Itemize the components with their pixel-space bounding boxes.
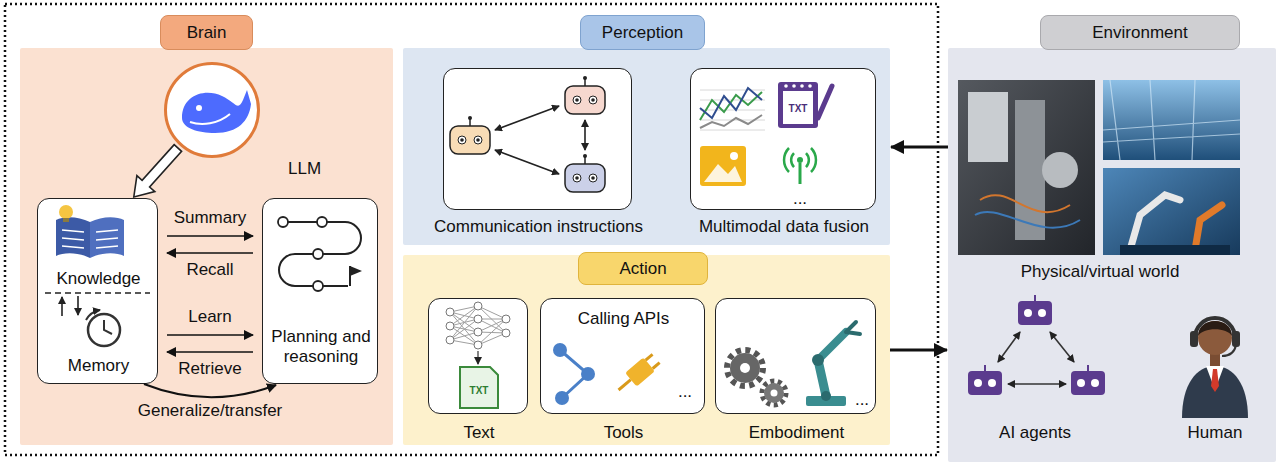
edge-label: Recall	[186, 260, 233, 279]
panel-tab: Perception	[580, 15, 705, 50]
whale-logo	[182, 90, 251, 133]
panel-title: Brain	[187, 23, 227, 43]
caption: AI agents	[999, 423, 1071, 442]
label-slot: Human	[1188, 423, 1243, 443]
factory-photos	[958, 80, 1240, 255]
book-icon	[56, 205, 124, 258]
multimodal-box: Multimodal data fusion	[690, 68, 876, 210]
action-panel: ActionText Calling APIsTools Embodiment	[403, 255, 890, 445]
node-label: Multimodal data fusion	[699, 217, 869, 236]
label-slot: ...	[678, 382, 692, 402]
planning-path	[278, 217, 362, 291]
label-slot: Recall	[186, 260, 233, 280]
notepad-icon	[778, 82, 832, 128]
node-label: Planning and reasoning	[271, 327, 370, 366]
connector-arrow	[167, 334, 253, 336]
chart-icon	[700, 88, 765, 130]
text-slot: LLM	[288, 159, 321, 179]
dashed-divider	[45, 292, 150, 294]
panel-title: Environment	[1092, 23, 1187, 43]
text-slot: Calling APIs	[578, 309, 670, 329]
node-label: Embodiment	[749, 423, 844, 442]
robot-arm-icon	[806, 322, 860, 406]
connector-arrow	[167, 235, 253, 237]
connector-arrow	[144, 384, 276, 397]
panel-tab: Action	[578, 252, 708, 285]
text-slot: Planning and reasoning	[269, 327, 373, 367]
label-slot: Learn	[188, 307, 231, 327]
up-arrow	[61, 297, 63, 316]
brain-panel: BrainLLMKnowledgeMemoryPlanning and reas…	[20, 48, 393, 445]
node-label: Communication instructions	[434, 217, 643, 236]
dotted-frame	[5, 4, 938, 455]
connector-arrow	[134, 145, 182, 197]
edge-label: Retrieve	[178, 359, 241, 378]
caption: Physical/virtual world	[1021, 262, 1180, 281]
node-label: Memory	[68, 356, 129, 375]
down-arrow	[77, 296, 79, 315]
caption: Human	[1188, 423, 1243, 442]
memory-box: KnowledgeMemory	[37, 198, 158, 384]
label-slot: Physical/virtual world	[1021, 262, 1180, 282]
planning-box: Planning and reasoning	[262, 198, 378, 384]
panel-tab: Brain	[160, 15, 253, 50]
clock-icon	[86, 310, 120, 346]
icon-text: TXT	[470, 385, 489, 396]
panel-title: Perception	[602, 23, 683, 43]
graph-icon	[553, 343, 595, 405]
node-label: Calling APIs	[578, 309, 670, 328]
connector-arrow	[167, 351, 253, 353]
antenna-icon	[784, 148, 816, 184]
llm-circle: LLM	[164, 62, 260, 158]
plug-icon	[613, 352, 662, 397]
robot-icons	[450, 76, 605, 192]
text-slot: Knowledge	[56, 269, 140, 289]
neural-net-icon	[446, 302, 510, 408]
image-icon	[700, 146, 746, 186]
text-slot: Memory	[68, 356, 129, 376]
label-slot: Retrieve	[178, 359, 241, 379]
edge-label: Generalize/transfer	[138, 401, 283, 420]
text-slot: Text	[463, 423, 494, 443]
node-label: LLM	[288, 159, 321, 178]
label-slot: TXT	[470, 380, 489, 398]
ellipsis: ...	[855, 390, 869, 409]
edge-label: Summary	[174, 208, 247, 227]
label-slot: ...	[855, 390, 869, 410]
label-slot: Generalize/transfer	[138, 401, 283, 421]
edge-label: Learn	[188, 307, 231, 326]
label-slot: AI agents	[999, 423, 1071, 443]
panel-tab: Environment	[1040, 15, 1240, 50]
agent-robots	[968, 295, 1105, 395]
human-figure	[1182, 318, 1248, 418]
node-label: Tools	[604, 423, 644, 442]
text-slot: Tools	[604, 423, 644, 443]
icon-text: TXT	[789, 103, 808, 114]
environment-panel: Environment	[948, 48, 1276, 462]
label-slot: ...	[793, 189, 807, 209]
connector-arrow	[891, 146, 948, 149]
node-label: Text	[463, 423, 494, 442]
label-slot: Summary	[174, 208, 247, 228]
gear-icon	[727, 350, 786, 405]
text-slot: Communication instructions	[434, 217, 643, 237]
text-box: Text	[428, 298, 528, 414]
perception-panel: PerceptionCommunication instructionsMult…	[403, 48, 890, 245]
connector-arrow	[167, 252, 253, 254]
panel-title: Action	[619, 259, 666, 279]
ellipsis: ...	[793, 189, 807, 208]
text-slot: Embodiment	[749, 423, 844, 443]
label-slot: TXT	[789, 98, 808, 116]
embodiment-box: Embodiment	[715, 298, 876, 414]
connector-arrow	[890, 349, 947, 352]
ellipsis: ...	[678, 382, 692, 401]
node-label: Knowledge	[56, 269, 140, 288]
text-slot: Multimodal data fusion	[699, 217, 869, 237]
communication-box: Communication instructions	[443, 68, 632, 210]
